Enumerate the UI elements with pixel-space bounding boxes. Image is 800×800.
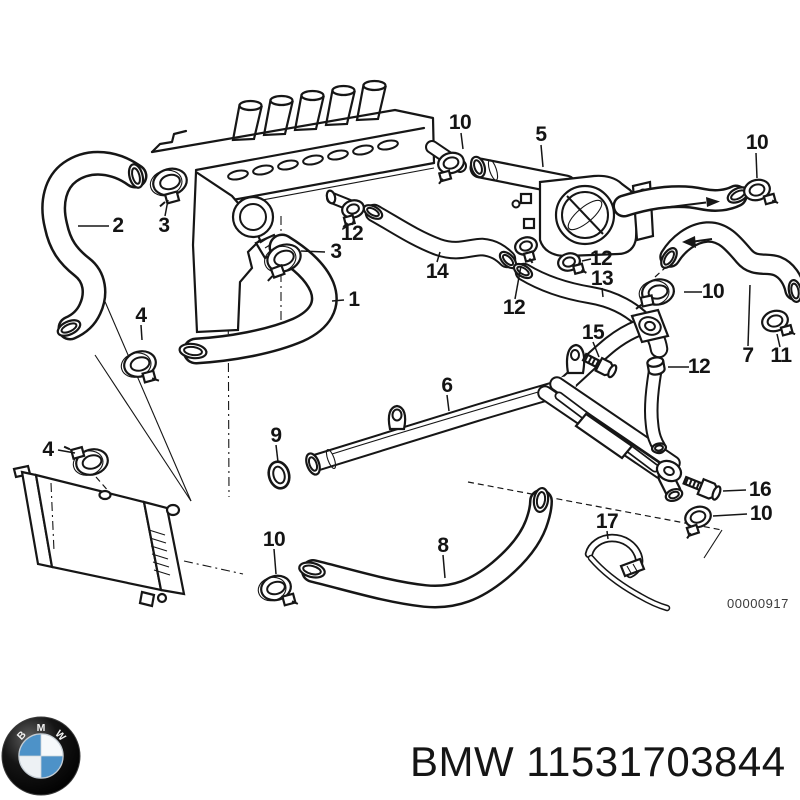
- callout-label-13: 13: [590, 267, 614, 290]
- clamp-10c: [635, 278, 675, 310]
- bolt-15: [581, 352, 618, 379]
- callout-label-14: 14: [425, 260, 449, 283]
- water-pipe-6: [305, 308, 684, 503]
- part-number-text: BMW 11531703844: [410, 738, 786, 785]
- callout-label-4: 4: [135, 304, 147, 327]
- callout-label-10: 10: [262, 528, 286, 551]
- callout-label-15: 15: [581, 321, 605, 344]
- callout-label-8: 8: [437, 534, 449, 557]
- clamp-10a: [437, 151, 465, 185]
- clamp-12a: [341, 199, 365, 228]
- callout-label-7: 7: [742, 344, 754, 367]
- callout-label-12: 12: [502, 296, 526, 319]
- leader-lines: [57, 132, 781, 579]
- clamp-4b: [63, 445, 109, 476]
- clamp-10f: [684, 505, 712, 539]
- flow-arrow-left: [682, 236, 713, 248]
- flow-arrow-right: [661, 197, 720, 209]
- cap-12d: [646, 356, 666, 376]
- hose-1: [178, 233, 338, 365]
- diagram-watermark: 00000917: [727, 596, 789, 611]
- callout-label-4: 4: [42, 438, 54, 461]
- callout-label-11: 11: [770, 344, 792, 367]
- hose-7: [659, 221, 800, 303]
- callout-label-2: 2: [112, 214, 124, 237]
- hose-2: [41, 150, 148, 341]
- clamp-10e: [257, 574, 299, 607]
- callout-label-12: 12: [340, 222, 364, 245]
- hose-5-outlet: [612, 184, 750, 218]
- clamp-10b: [743, 178, 779, 206]
- logo-quadrant-blue-tl: [19, 734, 41, 756]
- callout-label-1: 1: [348, 288, 360, 311]
- callout-label-10: 10: [701, 280, 725, 303]
- clamp-3a: [149, 167, 188, 208]
- construction-lines: [94, 216, 723, 575]
- clamp-11: [761, 309, 796, 337]
- callout-label-5: 5: [535, 123, 547, 146]
- radiator: [12, 464, 186, 608]
- o-ring-9: [267, 460, 291, 490]
- logo-quadrant-blue-br: [41, 756, 63, 778]
- callout-label-12: 12: [589, 247, 613, 270]
- engine-cylinders: [231, 79, 387, 142]
- hose-14: [362, 203, 518, 270]
- clamp-4a: [120, 350, 160, 384]
- bracket-17: [584, 533, 671, 612]
- callout-label-17: 17: [595, 510, 619, 533]
- callout-label-10: 10: [745, 131, 769, 154]
- clamp-12b: [514, 236, 538, 264]
- valve-cover-slots: [227, 139, 399, 181]
- callout-label-12: 12: [687, 355, 711, 378]
- clamp-12c: [557, 252, 587, 276]
- callout-label-9: 9: [270, 424, 282, 447]
- callout-label-3: 3: [158, 214, 170, 237]
- hose-8: [298, 486, 553, 609]
- clamp-3b: [264, 243, 302, 282]
- callout-label-10: 10: [448, 111, 472, 134]
- callout-label-10: 10: [749, 502, 773, 525]
- logo-letter-m: M: [37, 722, 46, 734]
- engine-block: [150, 79, 467, 334]
- radiator-fins: [148, 529, 171, 576]
- callout-label-3: 3: [330, 240, 342, 263]
- bolt-16: [682, 475, 722, 501]
- bmw-logo: B M W: [1, 716, 81, 796]
- callout-label-16: 16: [748, 478, 772, 501]
- callout-label-6: 6: [441, 374, 453, 397]
